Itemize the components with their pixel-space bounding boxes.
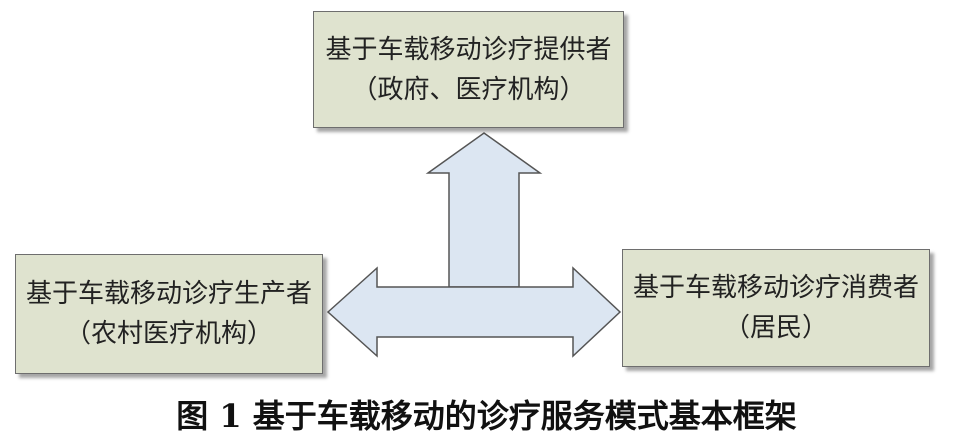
producer-subtitle: （农村医疗机构） — [64, 319, 273, 349]
provider-box: 基于车载移动诊疗提供者 （政府、医疗机构） — [313, 11, 624, 128]
consumer-subtitle: （居民） — [723, 313, 828, 343]
producer-box: 基于车载移动诊疗生产者 （农村医疗机构） — [15, 254, 323, 374]
provider-subtitle: （政府、医疗机构） — [351, 74, 586, 105]
double-arrow — [326, 266, 622, 358]
provider-title: 基于车载移动诊疗提供者 — [325, 34, 612, 65]
producer-title: 基于车载移动诊疗生产者 — [25, 279, 312, 309]
consumer-box: 基于车载移动诊疗消费者 （居民） — [622, 249, 930, 367]
figure-caption: 图 1 基于车载移动的诊疗服务模式基本框架 — [176, 397, 797, 435]
up-arrow — [425, 132, 543, 288]
consumer-title: 基于车载移动诊疗消费者 — [632, 273, 919, 303]
